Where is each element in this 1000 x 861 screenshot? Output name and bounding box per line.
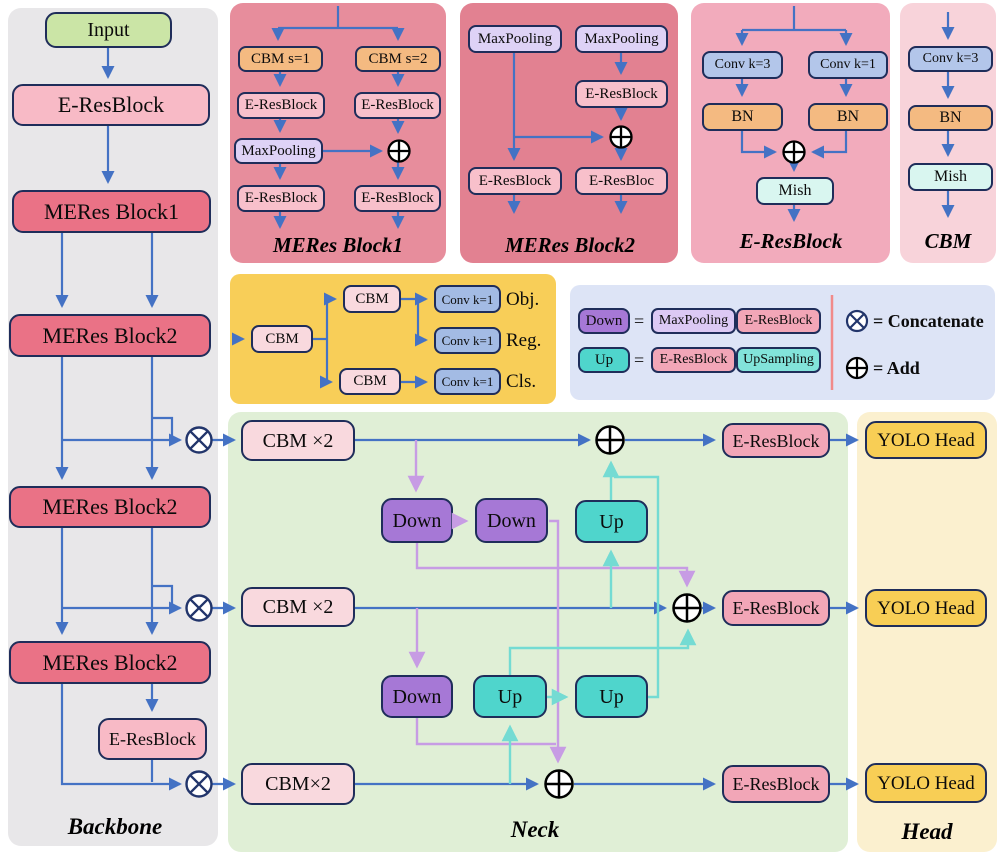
legend-equals-1: = (634, 310, 645, 331)
legend-equals-2: = (634, 349, 645, 370)
neck-up-box-2: Up (575, 675, 648, 718)
head-yolo-box-1: YOLO Head (865, 421, 987, 459)
eresblock-conv-k1-box: Conv k=1 (808, 51, 888, 79)
wire (740, 131, 777, 159)
neck-cbm2-box-top: CBM ×2 (241, 420, 355, 461)
teal-wires (501, 460, 697, 784)
meres1-cbm-s1-box: CBM s=1 (238, 46, 323, 72)
eresblock-bn-box-2: BN (808, 103, 888, 131)
backbone-label: Backbone (67, 814, 163, 839)
yolo-detail-cbm-box-3: CBM (339, 368, 401, 395)
head-yolo-box-2: YOLO Head (865, 589, 987, 627)
legend-concatenate-label: = Concatenate (873, 310, 984, 331)
meres2-maxpooling-box-2: MaxPooling (575, 25, 668, 53)
meres2-eresblock-box-1: E-ResBlock (468, 167, 562, 195)
cbm-title: CBM (924, 228, 972, 253)
backbone-meres-block2-box-1: MERes Block2 (9, 314, 211, 357)
wire (549, 519, 567, 764)
meres1-cbm-s2-box: CBM s=2 (355, 46, 441, 72)
add-node-eresblock (782, 140, 806, 164)
cbm-conv-k3-box: Conv k=3 (908, 46, 993, 72)
neck-eresblock-box-mid: E-ResBlock (722, 590, 830, 626)
add-icon (845, 356, 869, 380)
wire (811, 131, 848, 159)
add-node-mid (672, 593, 702, 623)
wire (60, 684, 182, 791)
neck-eresblock-box-bot: E-ResBlock (722, 765, 830, 803)
legend-up-box: Up (578, 347, 630, 373)
legend-eresblock-box-1: E-ResBlock (736, 308, 821, 334)
concat-icon (845, 309, 869, 333)
meres2-eresblock-box-3: E-ResBloc (575, 167, 668, 195)
add-node-meres1 (387, 139, 411, 163)
concat-node-top (185, 426, 213, 454)
legend-down-box: Down (578, 308, 630, 334)
wire (415, 543, 696, 588)
wire (414, 299, 428, 347)
meres1-maxpooling-box: MaxPooling (234, 138, 323, 164)
neck-label: Neck (510, 817, 560, 842)
head-yolo-box-3: YOLO Head (865, 763, 987, 803)
neck-down-box-2: Down (475, 498, 548, 543)
wire (152, 416, 174, 439)
neck-eresblock-box-top: E-ResBlock (722, 423, 830, 458)
wire (614, 475, 660, 699)
backbone-input-box: Input (45, 12, 172, 48)
purple-wires (407, 440, 696, 764)
legend-upsampling-box: UpSampling (736, 347, 821, 373)
legend-panel (570, 285, 995, 400)
cls-label: Cls. (506, 370, 537, 392)
blue-wires (55, 6, 955, 791)
cbm-mish-box: Mish (908, 163, 993, 191)
yolo-detail-conv-reg-box: Conv k=1 (434, 327, 501, 354)
yolo-detail-cbm-box-2: CBM (343, 285, 401, 313)
backbone-meres-block1-box: MERes Block1 (12, 190, 211, 233)
meres1-eresblock-box-2: E-ResBlock (354, 92, 441, 119)
legend-add-label: = Add (873, 357, 920, 378)
add-node-meres2 (609, 125, 633, 149)
eresblock-mish-box: Mish (756, 177, 834, 205)
eresblock-conv-k3-box: Conv k=3 (702, 51, 783, 79)
meres1-eresblock-box-3: E-ResBlock (237, 185, 325, 212)
concat-node-mid (185, 594, 213, 622)
add-node-bot (544, 769, 574, 799)
neck-cbm2-box-bot: CBM×2 (241, 763, 355, 805)
neck-cbm2-box-mid: CBM ×2 (241, 587, 355, 627)
wire (415, 718, 556, 746)
neck-up-box-top: Up (575, 500, 648, 543)
cbm-bn-box: BN (908, 105, 993, 131)
meres1-eresblock-box-4: E-ResBlock (354, 185, 441, 212)
meres1-title: MERes Block1 (272, 232, 404, 257)
legend-maxpooling-box: MaxPooling (651, 308, 736, 334)
backbone-panel (8, 8, 218, 846)
yolo-detail-conv-cls-box: Conv k=1 (434, 368, 501, 395)
neck-down-box-3: Down (381, 675, 453, 718)
add-node-top (595, 425, 625, 455)
wire (508, 628, 697, 675)
meres2-eresblock-box-2: E-ResBlock (575, 80, 668, 108)
yolo-detail-cbm-box-1: CBM (251, 325, 313, 353)
reg-label: Reg. (506, 329, 542, 351)
meres2-title: MERes Block2 (504, 232, 636, 257)
meres1-eresblock-box-1: E-ResBlock (237, 92, 325, 119)
eresblock-bn-box-1: BN (702, 103, 783, 131)
backbone-meres-block2-box-3: MERes Block2 (9, 641, 211, 684)
meres2-maxpooling-box-1: MaxPooling (468, 25, 562, 53)
neck-up-box-1: Up (473, 675, 547, 718)
obj-label: Obj. (506, 288, 540, 310)
yolo-detail-conv-obj-box: Conv k=1 (434, 285, 501, 313)
backbone-eresblock2-box: E-ResBlock (98, 718, 207, 760)
wire (152, 584, 174, 607)
backbone-meres-block2-box-2: MERes Block2 (9, 486, 211, 528)
legend-eresblock-box-2: E-ResBlock (651, 347, 736, 373)
concat-node-bot (185, 770, 213, 798)
backbone-eresblock-box: E-ResBlock (12, 84, 210, 126)
head-label: Head (901, 819, 953, 844)
eresblock-title: E-ResBlock (739, 228, 843, 253)
